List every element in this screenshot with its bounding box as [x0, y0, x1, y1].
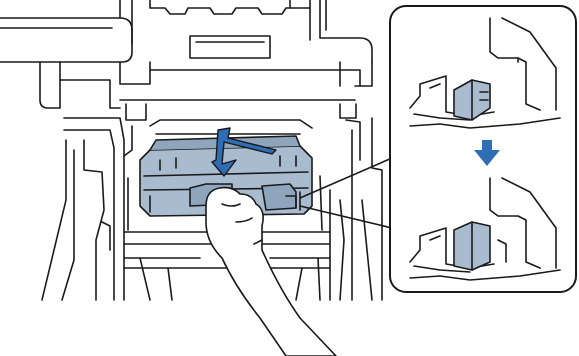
printer-top-cover — [0, 0, 372, 62]
inset-detail-panel — [390, 6, 576, 292]
